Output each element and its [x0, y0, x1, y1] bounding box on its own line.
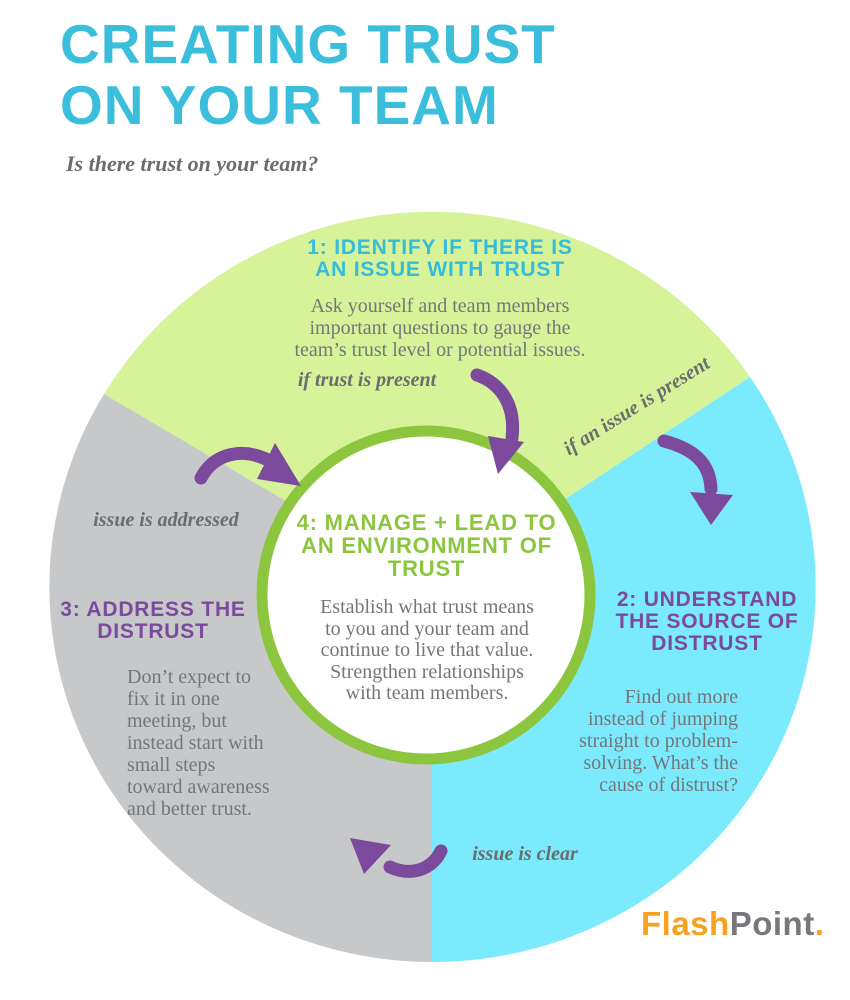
logo-dot: . — [814, 905, 825, 942]
page-title: CREATING TRUST ON YOUR TEAM — [60, 13, 556, 136]
logo-flash-text: Flash — [641, 905, 730, 942]
arrow-if-an-issue-is-present — [657, 434, 733, 525]
flashpoint-logo: FlashPoint. — [641, 905, 824, 943]
step-3-body: Don’t expect to fix it in one meeting, b… — [127, 666, 270, 820]
center-circle — [256, 425, 596, 765]
label-issue-is-addressed: issue is addressed — [93, 509, 239, 531]
step-1-heading: 1: IDENTIFY IF THERE IS AN ISSUE WITH TR… — [307, 236, 573, 281]
segment-1-wedge — [104, 211, 750, 587]
step-2-heading: 2: UNDERSTAND THE SOURCE OF DISTRUST — [615, 588, 799, 655]
step-3-heading: 3: ADDRESS THE DISTRUST — [60, 598, 246, 643]
page-subtitle: Is there trust on your team? — [66, 151, 319, 176]
segment-2-wedge — [432, 377, 816, 963]
label-if-trust-is-present: if trust is present — [297, 369, 437, 391]
step-4-heading: 4: MANAGE + LEAD TO AN ENVIRONMENT OF TR… — [296, 510, 557, 581]
step-4-body: Establish what trust means to you and yo… — [320, 596, 534, 704]
arrow-issue-is-addressed — [194, 443, 301, 486]
label-issue-is-clear: issue is clear — [472, 843, 578, 865]
step-1-body: Ask yourself and team members important … — [294, 295, 586, 361]
step-2-body: Find out more instead of jumping straigh… — [579, 686, 738, 796]
logo-point-text: Point — [729, 905, 815, 942]
arrow-if-trust-is-present — [470, 368, 524, 474]
arrow-issue-is-clear — [350, 838, 448, 878]
